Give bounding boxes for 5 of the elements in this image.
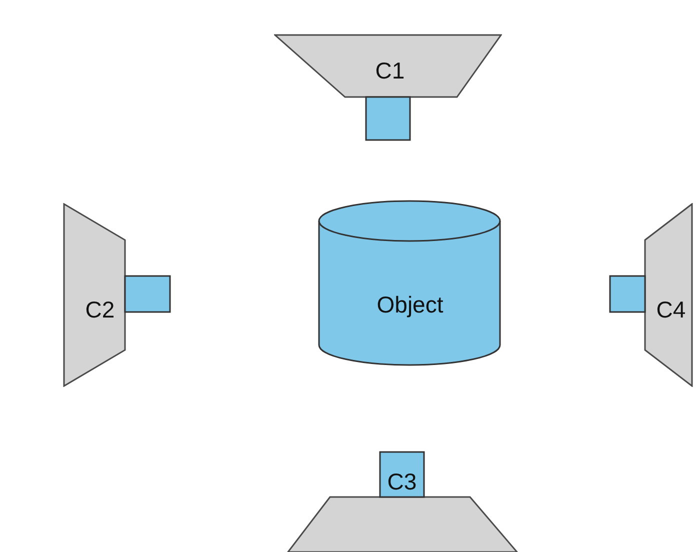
camera-label: C1 bbox=[375, 60, 405, 82]
camera-label: C4 bbox=[656, 298, 686, 322]
object-label: Object bbox=[376, 294, 444, 316]
camera-label: C2 bbox=[85, 298, 115, 322]
camera-label: C3 bbox=[387, 470, 417, 494]
